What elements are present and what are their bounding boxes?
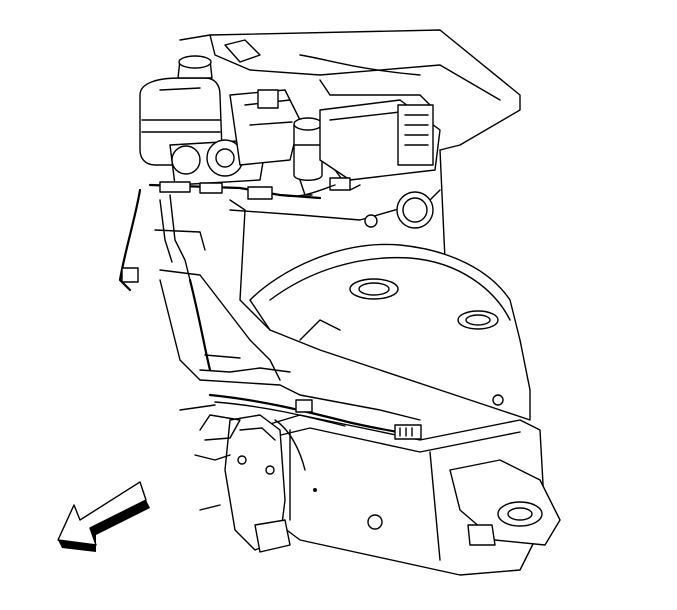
power-steering-reservoir: [293, 117, 323, 196]
wheelhouse-panel: [249, 243, 531, 421]
lower-inner-panel: [159, 269, 421, 421]
wiring-harness: [118, 177, 351, 372]
upper-cowl: [179, 29, 521, 151]
electronic-module: [319, 99, 441, 191]
frame-rail: [249, 414, 561, 576]
master-cylinder-body: [169, 89, 301, 186]
lower-bracket: [179, 404, 291, 553]
direction-arrow: [57, 481, 150, 552]
frame-harness: [208, 393, 422, 471]
